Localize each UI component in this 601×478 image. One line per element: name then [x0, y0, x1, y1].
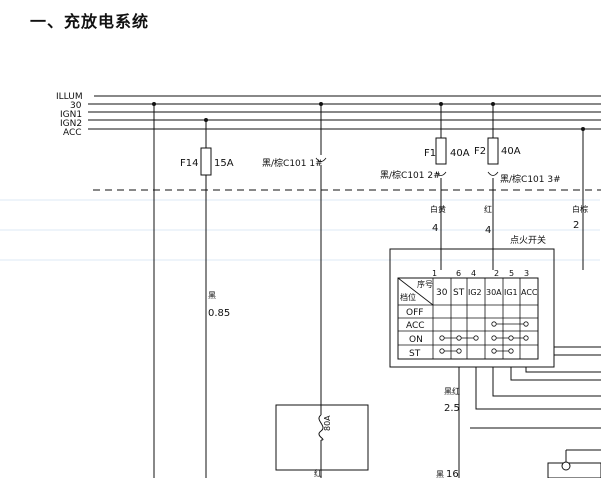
fuse-f1-symbol	[435, 137, 447, 165]
ignition-position-st: ST	[409, 349, 421, 359]
vertical-wires	[152, 102, 585, 478]
fuse-f14-symbol	[200, 147, 212, 176]
ignition-position-on: ON	[409, 335, 423, 345]
fuse-f1-rating: 40A	[450, 148, 470, 159]
ignition-terminal-label: IG1	[504, 288, 518, 297]
ignition-pin-number: 2	[494, 269, 499, 278]
ignition-position-off: OFF	[406, 308, 423, 318]
wire-w3-size: 2	[573, 220, 579, 231]
wire-w4-color: 黑	[208, 291, 216, 300]
ignition-pin-number: 4	[471, 269, 476, 278]
bus-lines	[88, 95, 601, 130]
ignition-switch-pins: 1 6 4 2 5 3	[432, 269, 529, 278]
wire-w5-color: 黑红	[444, 386, 460, 396]
ignition-pin-number: 3	[524, 269, 529, 278]
ignition-switch-contacts	[439, 321, 529, 354]
ignition-terminal-label: 30	[436, 288, 448, 298]
fusible-link-rating: 80A	[323, 415, 332, 431]
ignition-header-seq: 序号	[417, 279, 433, 289]
ignition-switch-title: 点火开关	[510, 234, 546, 246]
switch-output-wires	[458, 346, 601, 478]
ignition-terminal-label: 30A	[486, 288, 502, 297]
fusible-link-symbol	[318, 414, 324, 441]
ignition-switch-frame	[389, 248, 555, 368]
connector-c1-mark	[315, 157, 327, 162]
connector-c3-mark	[487, 171, 499, 176]
wire-w4-size: 0.85	[208, 308, 230, 319]
wire-w1-color: 白黄	[430, 204, 446, 214]
bus-label-acc: ACC	[63, 128, 82, 138]
ignition-pin-number: 6	[456, 269, 461, 278]
ignition-position-acc: ACC	[406, 321, 425, 331]
fuse-f14-rating: 15A	[214, 158, 234, 169]
ignition-terminal-label: ACC	[521, 288, 538, 297]
wire-w5-size: 2.5	[444, 403, 460, 414]
wire-w2-size: 4	[485, 225, 491, 236]
fuse-f14-id: F14	[180, 158, 198, 169]
ignition-switch-terminals: 30 ST IG2 30A IG1 ACC	[436, 288, 538, 298]
fusible-link-box	[275, 404, 369, 471]
bus-label-30: 30	[70, 101, 82, 111]
wire-w3-color: 白棕	[572, 204, 588, 214]
ignition-terminal-label: ST	[453, 288, 465, 298]
fuse-f1-id: F1	[424, 148, 436, 159]
page-title: 一、充放电系统	[30, 12, 150, 31]
fuse-f2-id: F2	[474, 146, 486, 157]
ignition-terminal-label: IG2	[468, 288, 482, 297]
wire-w6-color: 红	[314, 468, 322, 478]
ignition-pin-number: 1	[432, 269, 437, 278]
connector-c2-mark	[435, 171, 447, 176]
wire-w7-color: 黑	[436, 470, 444, 478]
connector-c2-label: 黑/棕C101 2#	[380, 169, 441, 181]
fuse-f2-rating: 40A	[501, 146, 521, 157]
fuse-f2-symbol	[487, 137, 499, 165]
wire-w1-size: 4	[432, 223, 438, 234]
wire-w2-color: 红	[484, 204, 492, 214]
ignition-switch-positions: OFF ACC ON ST	[406, 308, 425, 359]
connector-c3-label: 黑/棕C101 3#	[500, 173, 561, 185]
background-grid	[0, 199, 600, 261]
ignition-switch-table	[397, 277, 539, 360]
ignition-header-pos: 档位	[400, 292, 416, 302]
wire-w7-size: 16	[446, 469, 459, 478]
bottom-right-component	[547, 449, 601, 478]
bus-label-ign1: IGN1	[60, 110, 82, 120]
connector-c1-label: 黑/棕C101 1#	[262, 157, 323, 169]
bus-label-ign2: IGN2	[60, 119, 82, 129]
ignition-pin-number: 5	[509, 269, 514, 278]
bus-label-illum: ILLUM	[56, 92, 83, 102]
